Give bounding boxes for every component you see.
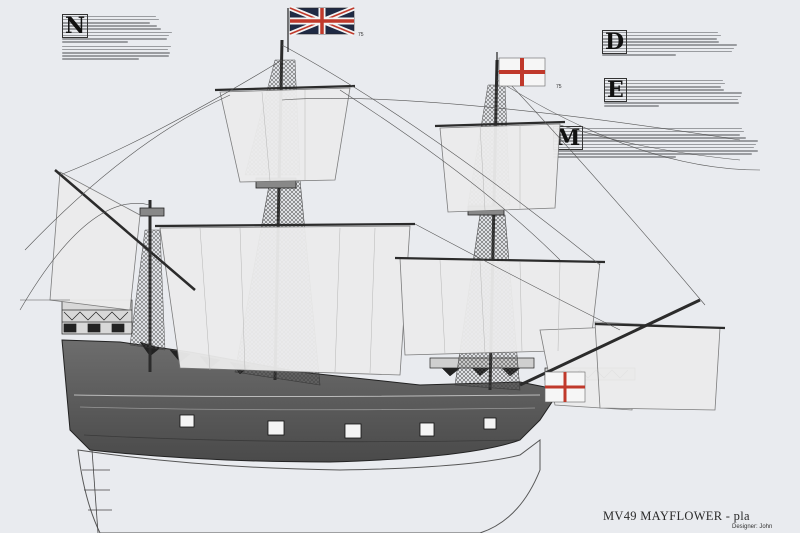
french-description-block: E: [604, 78, 742, 108]
italian-dropcap: N: [62, 14, 89, 38]
union-flag: [287, 5, 355, 52]
italian-description-block: N: [62, 14, 172, 62]
hull: [61, 339, 561, 463]
sprit-flag: [544, 371, 586, 403]
st-george-flag: [496, 52, 546, 87]
english-dropcap: D: [602, 30, 628, 54]
lateen-yard: [54, 169, 196, 291]
union-flag-label: 75: [358, 32, 364, 38]
designer-credit: Designer: John: [732, 524, 773, 530]
english-description-block: D: [602, 30, 737, 57]
plan-title: MV49 MAYFLOWER - pla: [603, 509, 750, 523]
gunports: [179, 414, 497, 439]
bowsprit: [519, 298, 701, 387]
french-dropcap: E: [604, 78, 627, 102]
st-george-flag-label: 75: [556, 84, 562, 90]
rigging: [19, 44, 761, 331]
german-description-block: M: [553, 126, 758, 159]
yards: [154, 84, 726, 330]
